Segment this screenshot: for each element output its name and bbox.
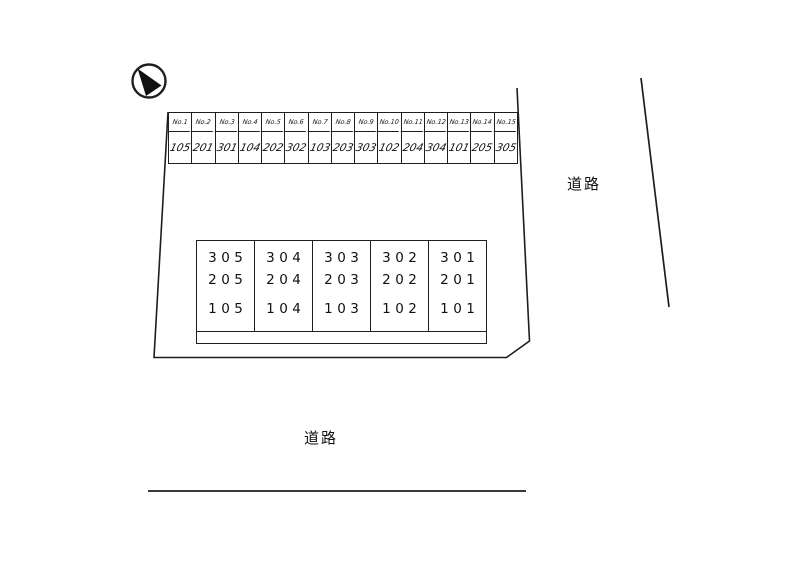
parking-slot: No.10 102 bbox=[377, 113, 402, 163]
parking-slot-label: No.6 bbox=[283, 113, 309, 132]
room-number: 305 bbox=[208, 250, 248, 266]
parking-slot-label: No.11 bbox=[400, 113, 426, 132]
building-column: 305 205 105 bbox=[197, 241, 255, 331]
parking-slot: No.1 105 bbox=[167, 113, 193, 163]
room-number: 105 bbox=[208, 301, 248, 317]
parking-slot: No.9 303 bbox=[353, 113, 379, 163]
room-number: 205 bbox=[208, 272, 248, 288]
parking-slot-label: No.13 bbox=[446, 113, 472, 132]
room-number: 201 bbox=[440, 272, 480, 288]
road-label-bottom: 道路 bbox=[304, 429, 339, 447]
balcony-strip bbox=[196, 330, 487, 344]
building-column: 304 204 104 bbox=[255, 241, 313, 331]
room-number: 204 bbox=[266, 272, 306, 288]
north-arrow-icon bbox=[131, 63, 167, 99]
room-number: 301 bbox=[440, 250, 480, 266]
parking-slot: No.12 304 bbox=[423, 113, 449, 163]
parking-slot: No.5 202 bbox=[260, 113, 286, 163]
room-number: 104 bbox=[266, 301, 306, 317]
building-column: 302 202 102 bbox=[371, 241, 429, 331]
parking-slot: No.2 201 bbox=[190, 113, 216, 163]
parking-slot-label: No.10 bbox=[377, 113, 402, 132]
parking-slot-label: No.1 bbox=[167, 113, 193, 132]
parking-slot-label: No.12 bbox=[423, 113, 449, 132]
parking-slot: No.13 101 bbox=[446, 113, 472, 163]
parking-slot-label: No.15 bbox=[493, 113, 519, 132]
room-number: 304 bbox=[266, 250, 306, 266]
parcel-boundary bbox=[153, 87, 531, 359]
parking-slot: No.7 103 bbox=[307, 113, 333, 163]
parking-slot: No.14 205 bbox=[470, 113, 496, 163]
parking-slot: No.6 302 bbox=[283, 113, 309, 163]
parking-slot-label: No.3 bbox=[214, 113, 240, 132]
parking-slot: No.11 204 bbox=[400, 113, 426, 163]
parking-slot-label: No.2 bbox=[190, 113, 216, 132]
parking-slot: No.3 301 bbox=[214, 113, 240, 163]
room-number: 303 bbox=[324, 250, 364, 266]
parking-slot-label: No.4 bbox=[237, 113, 263, 132]
parking-slot-label: No.5 bbox=[260, 113, 286, 132]
room-number: 102 bbox=[382, 301, 422, 317]
road-line-right bbox=[640, 77, 670, 308]
parking-slot: No.8 203 bbox=[330, 113, 356, 163]
parking-slot-label: No.7 bbox=[307, 113, 333, 132]
room-number: 103 bbox=[324, 301, 364, 317]
room-number: 202 bbox=[382, 272, 422, 288]
road-label-right: 道路 bbox=[567, 175, 602, 193]
building-column: 301 201 101 bbox=[429, 241, 486, 331]
parking-slot: No.15 305 bbox=[493, 113, 519, 163]
parking-slot-label: No.9 bbox=[353, 113, 379, 132]
building-column: 303 203 103 bbox=[313, 241, 371, 331]
room-number: 101 bbox=[440, 301, 480, 317]
parking-slot-label: No.14 bbox=[470, 113, 496, 132]
parking-strip: No.1 105 No.2 201 No.3 301 No.4 104 No.5… bbox=[167, 112, 519, 164]
parking-slot: No.4 104 bbox=[237, 113, 263, 163]
room-number: 203 bbox=[324, 272, 364, 288]
room-number: 302 bbox=[382, 250, 422, 266]
building-block: 305 205 105 304 204 104 303 203 103 302 … bbox=[196, 240, 487, 332]
parking-slot-label: No.8 bbox=[330, 113, 356, 132]
